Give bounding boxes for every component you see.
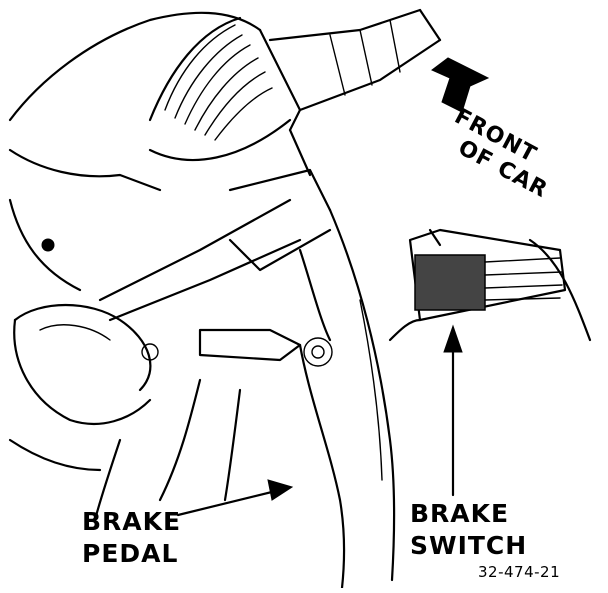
front-arrow <box>431 57 490 113</box>
brake-switch <box>388 228 592 342</box>
brake-pedal-label-line1: BRAKE <box>82 507 182 536</box>
figure-code: 32-474-21 <box>478 563 561 581</box>
wiring-harness <box>8 8 442 162</box>
brake-pedal-arm <box>93 208 396 590</box>
brake-switch-label: BRAKE SWITCH <box>410 498 527 562</box>
leader-arrows <box>176 324 463 517</box>
steering-column-bracket <box>8 128 333 472</box>
brake-pedal-label: BRAKE PEDAL <box>82 506 181 570</box>
brake-switch-label-line2: SWITCH <box>410 531 528 560</box>
brake-pedal-label-line2: PEDAL <box>82 539 179 568</box>
brake-switch-label-line1: BRAKE <box>410 499 510 528</box>
